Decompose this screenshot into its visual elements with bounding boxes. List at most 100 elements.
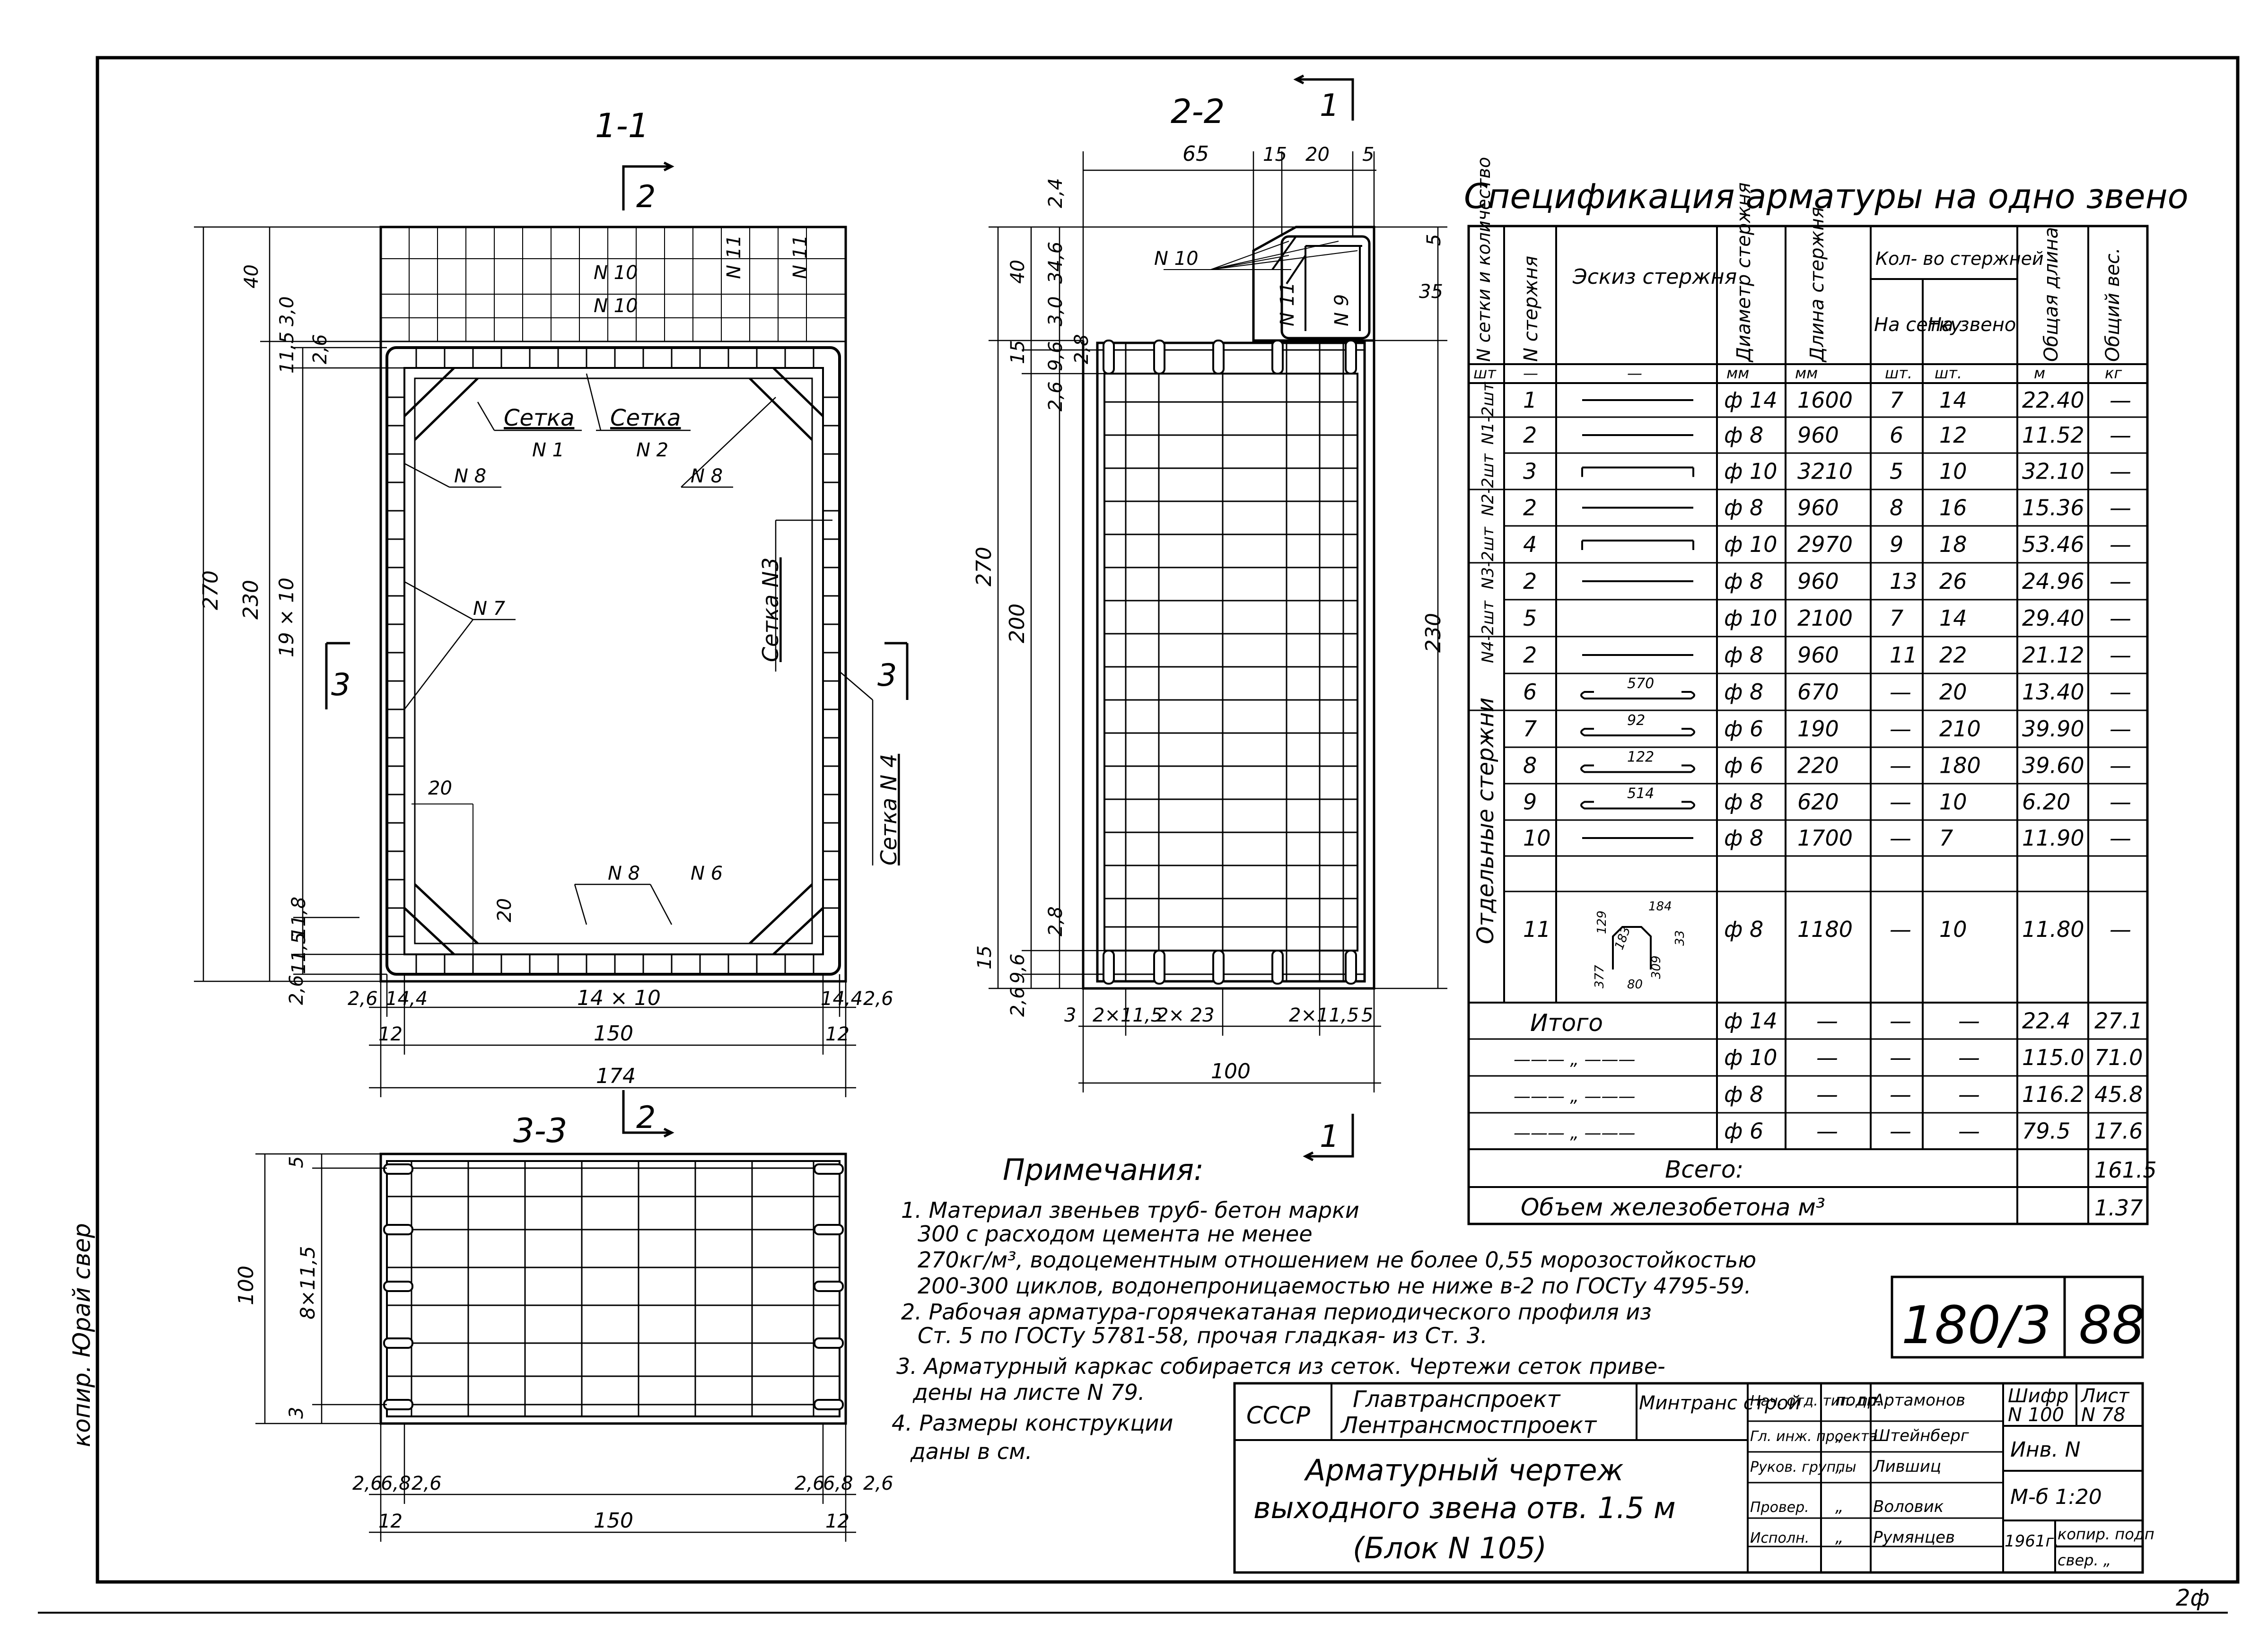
total-2-d: ф 8 bbox=[1724, 1082, 1763, 1107]
total-2-t: 116.2 bbox=[2022, 1082, 2084, 1107]
section-marker-bottom-1: 1 bbox=[1320, 1119, 1339, 1154]
unit-2: — bbox=[1627, 364, 1642, 382]
row-12-a: — bbox=[1890, 825, 1911, 851]
dim-b-2-6b: 2,6 bbox=[863, 988, 893, 1010]
notes-title: Примечания: bbox=[1003, 1153, 1204, 1187]
stamp-org1: СССР bbox=[1246, 1402, 1311, 1429]
unit-4: мм bbox=[1795, 364, 1818, 382]
row-1-n: 2 bbox=[1523, 422, 1537, 448]
row-2-a: 5 bbox=[1890, 459, 1903, 484]
row-0-n: 1 bbox=[1523, 387, 1537, 413]
stamp-scale: М-б 1:20 bbox=[2010, 1485, 2102, 1509]
row-9-n: 7 bbox=[1523, 716, 1537, 742]
label-2-2-n9: N 9 bbox=[1331, 294, 1353, 326]
dim-b-174: 174 bbox=[596, 1064, 636, 1088]
dim-3-3-b26d: 2,6 bbox=[863, 1473, 893, 1494]
dim-2x23: 2× 23 bbox=[1156, 1004, 1215, 1026]
row-10-a: — bbox=[1890, 753, 1911, 778]
sketch-hook-bar bbox=[1580, 801, 1695, 810]
spec-header: N сетки и количество N стержня Эскиз сте… bbox=[1473, 157, 2124, 363]
label-n1: N 1 bbox=[532, 439, 564, 461]
row-10-t: 39.60 bbox=[2022, 753, 2084, 778]
unit-3: мм bbox=[1726, 364, 1749, 382]
stamp-code: 180/3 bbox=[1901, 1295, 2051, 1355]
row-4-n: 4 bbox=[1523, 532, 1537, 557]
row-4-t: 53.46 bbox=[2022, 532, 2084, 557]
unit-8: кг bbox=[2105, 364, 2122, 382]
row-13-d: ф 8 bbox=[1724, 917, 1763, 942]
row-2-d: ф 10 bbox=[1724, 459, 1777, 484]
notes-lines: 1. Материал звеньев труб- бетон марки300… bbox=[892, 1197, 1756, 1464]
dim-19x10: 19 × 10 bbox=[275, 577, 298, 657]
total-1-dash3: — bbox=[1958, 1045, 1980, 1070]
dim-2x11-5: 2×11,5 bbox=[1093, 1004, 1163, 1026]
stamp-title-1: Арматурный чертеж bbox=[1304, 1453, 1624, 1487]
sk11-g: 33 bbox=[1673, 930, 1687, 946]
row-7-t: 21.12 bbox=[2022, 642, 2084, 668]
stamp-kopir: копир. подп bbox=[2058, 1525, 2154, 1543]
note-line-7: дены на листе N 79. bbox=[912, 1380, 1145, 1405]
hdr-col8: Общий вес. bbox=[2102, 248, 2124, 362]
group-label-1: N2-2шт bbox=[1479, 453, 1497, 516]
total-1-t: 115.0 bbox=[2022, 1045, 2084, 1070]
note-line-9: даны в см. bbox=[910, 1439, 1032, 1464]
dim-2-4: 2,4 bbox=[1045, 178, 1067, 208]
total-1-dash2: — bbox=[1890, 1045, 1911, 1070]
stamp-role-4: Исполн. bbox=[1750, 1530, 1809, 1546]
vsego-value: 161.5 bbox=[2094, 1157, 2157, 1183]
row-8-b: 20 bbox=[1939, 679, 1967, 705]
row-11-l: 620 bbox=[1797, 789, 1839, 815]
row-9-t: 39.90 bbox=[2022, 716, 2084, 742]
dim-3-3-b150: 150 bbox=[594, 1509, 633, 1533]
dim-b-12b: 12 bbox=[825, 1023, 849, 1045]
section-1-1-labels: N 10 N 10 N 11 N 11 Сетка N 1 Сетка N 2 … bbox=[428, 235, 902, 922]
note-line-1: 300 с расходом цемента не менее bbox=[918, 1221, 1313, 1247]
dim-34-6: 34,6 bbox=[1045, 242, 1067, 284]
row-3-t: 15.36 bbox=[2022, 495, 2084, 521]
sketch-dim-11: 514 bbox=[1627, 786, 1654, 802]
sketch-dim-10: 122 bbox=[1627, 749, 1654, 766]
row-8-a: — bbox=[1890, 679, 1911, 705]
total-0-w: 27.1 bbox=[2094, 1008, 2143, 1034]
sk11-f: 309 bbox=[1649, 955, 1664, 979]
row-4-w: — bbox=[2110, 532, 2131, 557]
label-n8b: N 8 bbox=[691, 465, 723, 487]
label-d20b: 20 bbox=[494, 898, 516, 922]
note-line-0: 1. Материал звеньев труб- бетон марки bbox=[901, 1197, 1359, 1223]
dim-11-8: 11,8 bbox=[288, 897, 310, 939]
sk11-e: 80 bbox=[1627, 978, 1643, 992]
row-6-l: 2100 bbox=[1797, 605, 1853, 631]
row-5-a: 13 bbox=[1890, 568, 1918, 594]
dim-b-14x10: 14 × 10 bbox=[577, 986, 661, 1010]
section-2-2-marker: 1 bbox=[1320, 88, 1339, 123]
section-marker-left-3: 3 bbox=[331, 667, 350, 703]
total-1-w: 71.0 bbox=[2094, 1045, 2143, 1070]
label-n10b: N 10 bbox=[594, 295, 638, 317]
label-setka-a: Сетка bbox=[504, 405, 574, 431]
hdr-col6b: На звено bbox=[1927, 314, 2016, 336]
hdr-col6: Кол- во стержней bbox=[1875, 248, 2044, 269]
row-1-t: 11.52 bbox=[2022, 422, 2084, 448]
group-label-2: N3-2шт bbox=[1479, 526, 1497, 589]
total-3-lbl: ——— „ ——— bbox=[1514, 1124, 1636, 1143]
row-12-t: 11.90 bbox=[2022, 825, 2084, 851]
dim-2x11-5b: 2×11,5 bbox=[1289, 1004, 1359, 1026]
total-3-dash2: — bbox=[1890, 1118, 1911, 1144]
row-2-w: — bbox=[2110, 459, 2131, 484]
row-3-a: 8 bbox=[1890, 495, 1903, 521]
section-2-2: 2-2 1 bbox=[972, 74, 1447, 1162]
total-1-dash1: — bbox=[1816, 1045, 1838, 1070]
stamp-name-1: Штейнберг bbox=[1873, 1426, 1970, 1445]
stamp-org4: Минтранс строй bbox=[1639, 1392, 1801, 1414]
dim-270b: 270 bbox=[972, 547, 996, 586]
note-line-5: Ст. 5 по ГОСТу 5781-58, прочая гладкая- … bbox=[918, 1323, 1488, 1348]
row-11-t: 6.20 bbox=[2022, 789, 2070, 815]
stamp-sver: свер. „ bbox=[2058, 1551, 2111, 1569]
vsego-label: Всего: bbox=[1665, 1156, 1743, 1183]
dim-5-b: 5 bbox=[1361, 1004, 1373, 1026]
row-5-t: 24.96 bbox=[2022, 568, 2084, 594]
spec-table: Спецификация арматуры на одно звено bbox=[1464, 157, 2189, 1225]
